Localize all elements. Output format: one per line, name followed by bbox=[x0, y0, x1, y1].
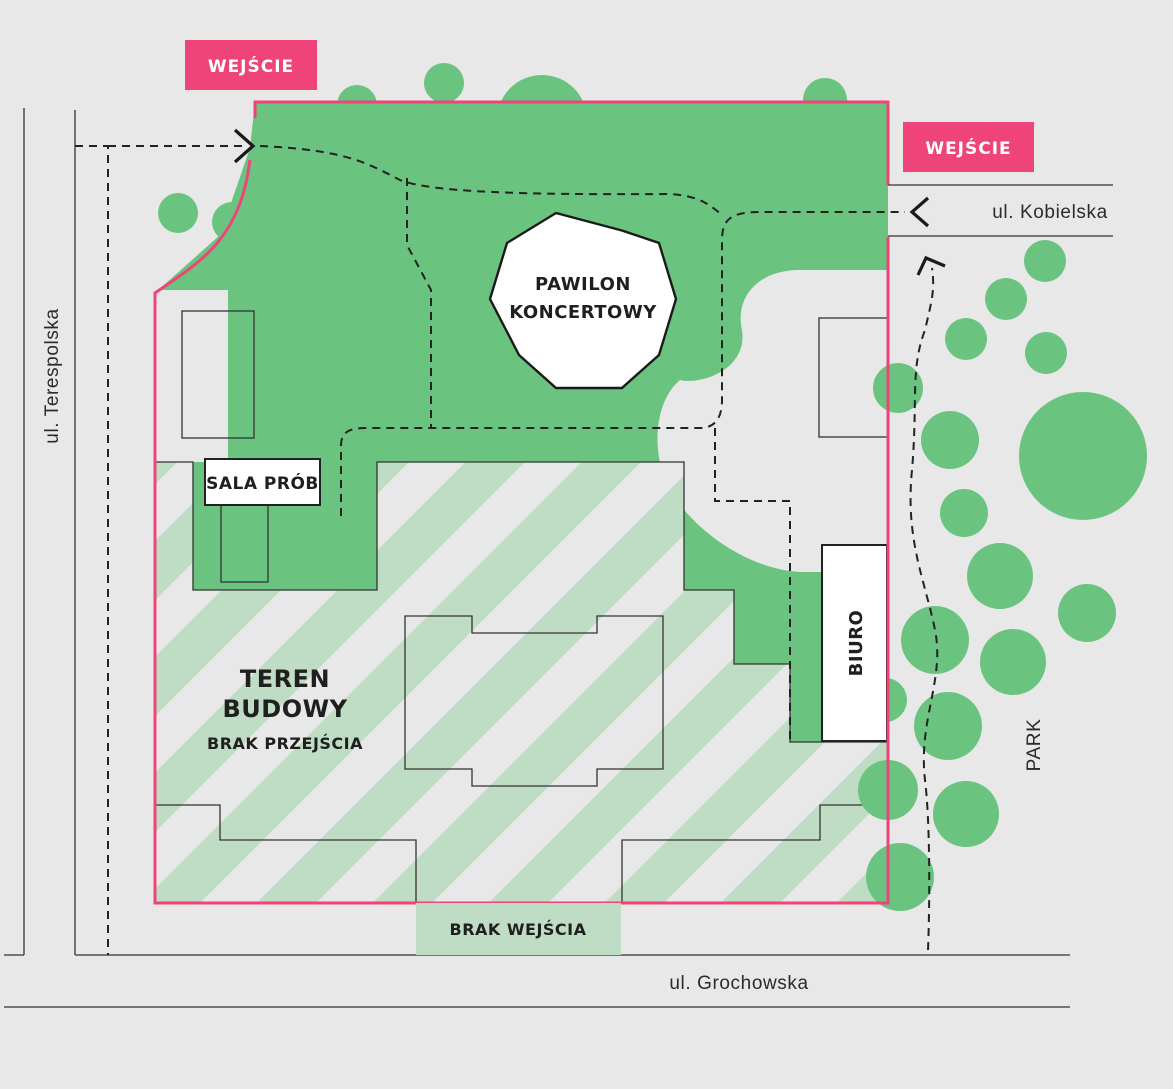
tree bbox=[985, 278, 1027, 320]
construction-zone bbox=[155, 461, 888, 903]
site-boundary bbox=[153, 100, 890, 905]
tree bbox=[1058, 584, 1116, 642]
street-label-kobielska: ul. Kobielska bbox=[992, 202, 1108, 223]
path-main bbox=[259, 145, 723, 216]
path-to-office bbox=[714, 428, 791, 742]
tree bbox=[1025, 332, 1067, 374]
path-inner-loop bbox=[340, 211, 905, 516]
tree bbox=[945, 318, 987, 360]
entrance-badge-north bbox=[185, 40, 317, 90]
tree bbox=[873, 363, 923, 413]
concert-pavilion bbox=[488, 211, 678, 390]
clearing-east bbox=[657, 270, 888, 572]
rehearsal-hall-label: SALA PRÓB bbox=[206, 472, 319, 494]
tree bbox=[424, 63, 464, 103]
office-label: BIURO bbox=[846, 610, 867, 677]
tree bbox=[1019, 392, 1147, 520]
site-interior bbox=[155, 102, 888, 903]
street-label-terespolska: ul. Terespolska bbox=[42, 308, 63, 443]
pavilion-label-line2: KONCERTOWY bbox=[509, 302, 657, 323]
street-label-grochowska: ul. Grochowska bbox=[669, 973, 808, 994]
tree-group-east bbox=[858, 240, 1147, 911]
tree bbox=[914, 692, 982, 760]
rehearsal-hall-box bbox=[204, 458, 321, 506]
entrance-badge-east bbox=[903, 122, 1034, 172]
path-west-entrance bbox=[75, 145, 248, 955]
construction-label-line3: BRAK PRZEJŚCIA bbox=[207, 734, 363, 753]
office-box bbox=[821, 544, 888, 742]
park-label: PARK bbox=[1024, 719, 1045, 772]
entrance-label-east: WEJŚCIE bbox=[925, 137, 1011, 159]
tree bbox=[901, 606, 969, 674]
tree bbox=[921, 411, 979, 469]
clearing-west bbox=[155, 290, 228, 462]
tree bbox=[933, 781, 999, 847]
tree bbox=[866, 843, 934, 911]
construction-building-outline bbox=[404, 615, 664, 787]
tree bbox=[967, 543, 1033, 609]
entrance-label-north: WEJŚCIE bbox=[208, 55, 294, 77]
construction-label-line2: BUDOWY bbox=[223, 695, 348, 723]
tree bbox=[940, 489, 988, 537]
path-park bbox=[909, 267, 939, 951]
no-entry-strip bbox=[416, 903, 621, 955]
arrow-west-entrance bbox=[233, 128, 256, 164]
construction-outline-south bbox=[155, 804, 417, 903]
building-west bbox=[181, 310, 255, 439]
construction-label-line1: TEREN bbox=[240, 665, 330, 693]
tree bbox=[158, 193, 198, 233]
pavilion-label-line1: PAWILON bbox=[535, 274, 631, 295]
arrow-park bbox=[916, 255, 946, 276]
walking-paths bbox=[75, 145, 939, 955]
no-entry-label: BRAK WEJŚCIA bbox=[450, 920, 587, 939]
path-vertical-west bbox=[406, 178, 432, 428]
tree bbox=[1024, 240, 1066, 282]
tree bbox=[980, 629, 1046, 695]
construction-outline-southeast bbox=[621, 804, 888, 903]
arrow-east-entrance bbox=[909, 196, 930, 228]
